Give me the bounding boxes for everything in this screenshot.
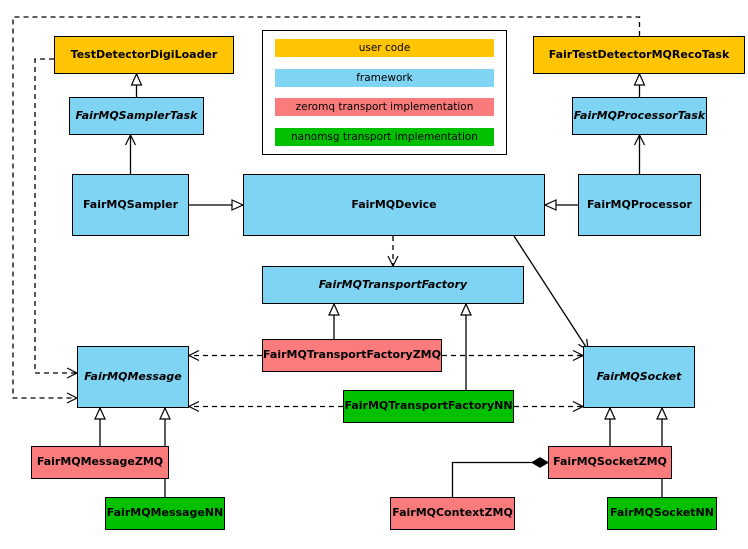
class-node-label: FairMQMessageZMQ (36, 455, 164, 469)
class-node-label: FairMQSocketZMQ (553, 455, 667, 469)
class-node-label: FairMQDevice (351, 197, 437, 211)
class-node-FairMQProcessorTask[interactable]: FairMQProcessorTask (572, 97, 707, 135)
legend-panel: user code framework zeromq transport imp… (262, 30, 507, 155)
class-node-FairMQTransportFactoryZMQ[interactable]: FairMQTransportFactoryZMQ (262, 339, 442, 372)
class-node-FairMQMessageNN[interactable]: FairMQMessageNN (105, 497, 225, 530)
class-node-FairMQContextZMQ[interactable]: FairMQContextZMQ (390, 497, 515, 530)
class-node-FairTestDetectorMQRecoTask[interactable]: FairTestDetectorMQRecoTask (533, 36, 745, 74)
class-node-label: FairMQTransportFactoryNN (344, 399, 513, 413)
class-node-label: FairMQProcessor (587, 197, 692, 211)
class-node-FairMQTransportFactoryNN[interactable]: FairMQTransportFactoryNN (343, 390, 514, 423)
legend-item-framework: framework (275, 68, 494, 87)
class-node-FairMQTransportFactory[interactable]: FairMQTransportFactory (262, 266, 524, 304)
class-node-label: TestDetectorDigiLoader (70, 47, 218, 61)
class-node-FairMQSocket[interactable]: FairMQSocket (583, 346, 695, 408)
edge-contextzmq-to-socketzmq (451, 457, 549, 497)
edge-device-to-socket (513, 235, 589, 352)
class-node-label: FairMQSocketNN (610, 506, 714, 520)
class-node-label: FairMQContextZMQ (392, 506, 513, 520)
class-node-label: FairMQTransportFactory (318, 277, 468, 291)
class-node-FairMQSocketZMQ[interactable]: FairMQSocketZMQ (548, 446, 672, 479)
class-node-label: FairMQSamplerTask (75, 108, 198, 122)
class-node-label: FairMQTransportFactoryZMQ (263, 348, 441, 362)
class-node-FairMQSamplerTask[interactable]: FairMQSamplerTask (69, 97, 204, 135)
class-node-label: FairTestDetectorMQRecoTask (548, 47, 730, 61)
class-node-FairMQProcessor[interactable]: FairMQProcessor (578, 174, 701, 236)
class-node-label: FairMQSocket (596, 369, 682, 383)
class-node-TestDetectorDigiLoader[interactable]: TestDetectorDigiLoader (54, 36, 234, 74)
class-node-label: FairMQMessageNN (106, 506, 224, 520)
legend-item-zeromq: zeromq transport implementation (275, 98, 494, 117)
class-node-FairMQMessageZMQ[interactable]: FairMQMessageZMQ (31, 446, 169, 479)
class-node-FairMQMessage[interactable]: FairMQMessage (77, 346, 189, 408)
class-node-label: FairMQSampler (82, 197, 179, 211)
legend-item-nanomsg: nanomsg transport implementation (275, 127, 494, 146)
class-node-FairMQSocketNN[interactable]: FairMQSocketNN (607, 497, 717, 530)
class-node-label: FairMQProcessorTask (573, 108, 706, 122)
class-node-label: FairMQMessage (84, 369, 182, 383)
class-node-FairMQSampler[interactable]: FairMQSampler (72, 174, 189, 236)
legend-item-user-code: user code (275, 39, 494, 57)
class-node-FairMQDevice[interactable]: FairMQDevice (243, 174, 545, 236)
